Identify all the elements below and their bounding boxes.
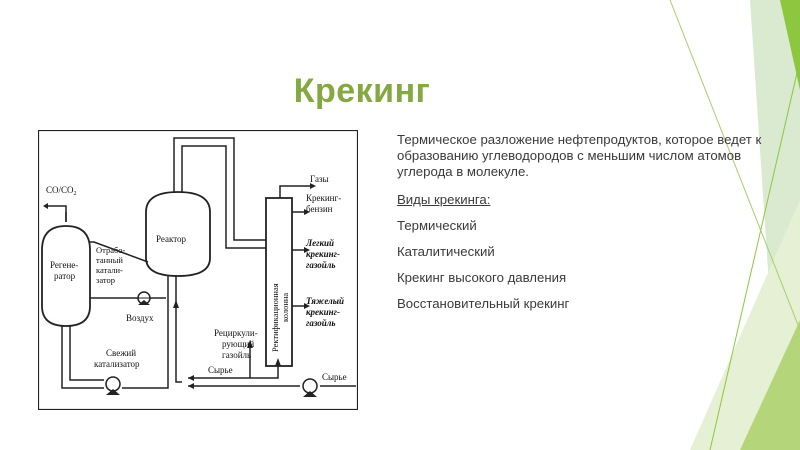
spent-catalyst-pipe xyxy=(90,241,149,263)
regenerator-label: Регене- ратор xyxy=(50,260,81,281)
feed-pump xyxy=(302,378,318,394)
feed-arrow xyxy=(188,383,194,389)
co-co2-label: CO/CO2 xyxy=(46,185,77,197)
catalyst-riser xyxy=(61,276,182,389)
rectification-column xyxy=(265,197,293,367)
slide-title: Крекинг xyxy=(293,72,431,110)
reactor-label: Реактор xyxy=(156,234,187,244)
air-label: Воздух xyxy=(126,313,154,323)
co-co2-pipe xyxy=(48,205,67,222)
fresh-catalyst-label: Свежий катализатор xyxy=(94,348,140,369)
spent-catalyst-label: Отрабо- танный катали- затор xyxy=(96,245,128,285)
recycle-gasoil-label: Рециркули- рующий газойль xyxy=(214,328,260,360)
decorative-green-shapes xyxy=(669,0,800,450)
cracking-definition: Термическое разложение нефтепродуктов, к… xyxy=(397,132,762,179)
co-co2-arrow xyxy=(43,203,48,209)
reactor-vessel xyxy=(145,191,211,277)
riser-arrow xyxy=(173,300,179,308)
column-label: Ректификационная колонна xyxy=(270,281,290,352)
light-gasoil-label: Легкий крекинг- газойль xyxy=(305,238,342,270)
types-heading: Виды крекинга: xyxy=(397,192,491,207)
gases-outlet xyxy=(279,185,310,198)
heavy-gasoil-label: Тяжелый крекинг- газойль xyxy=(306,296,346,328)
type-item: Восстановительный крекинг xyxy=(397,296,570,311)
feed-label-right: Сырье xyxy=(322,372,347,382)
text-block: Термическое разложение нефтепродуктов, к… xyxy=(397,132,767,322)
diagram-frame xyxy=(38,130,358,410)
regenerator-vessel xyxy=(41,225,91,327)
feed-label-middle: Сырье xyxy=(208,365,233,375)
recycle-gasoil-pipe xyxy=(188,366,279,379)
cracking-process-diagram: CO/CO2 Регене- ратор Реактор Отрабо- тан… xyxy=(38,130,358,410)
cracked-gasoline-label: Крекинг- бензин xyxy=(306,193,343,214)
reactor-vapour-pipe xyxy=(173,137,268,249)
type-item: Крекинг высокого давления xyxy=(397,270,567,285)
type-item: Каталитический xyxy=(397,244,495,259)
type-item: Термический xyxy=(397,218,477,233)
gases-label: Газы xyxy=(310,174,329,184)
fresh-catalyst-pump xyxy=(105,376,121,392)
